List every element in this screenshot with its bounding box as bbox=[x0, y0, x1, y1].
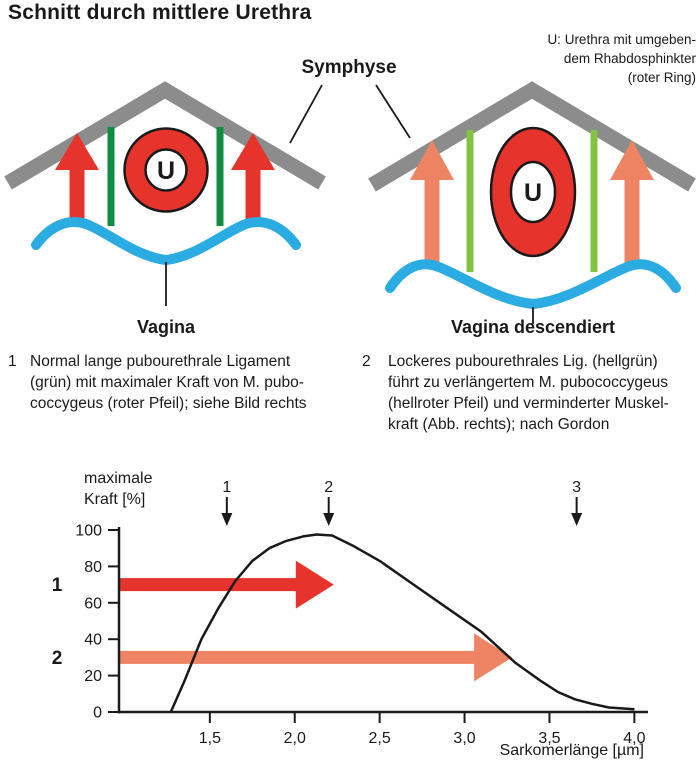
caption-line: (hellroter Pfeil) und verminderter Muske… bbox=[388, 395, 669, 412]
y-tick-label: 0 bbox=[93, 705, 102, 722]
x-tick-label: 2,5 bbox=[369, 730, 391, 747]
y-tick-label: 80 bbox=[84, 559, 102, 576]
y-axis-label: maximale Kraft [%] bbox=[84, 468, 152, 510]
legend-line: U: Urethra mit umgeben- bbox=[547, 32, 696, 47]
vagina-descended-wave bbox=[385, 259, 681, 310]
force-arrow-head-icon bbox=[474, 633, 513, 682]
x-tick-label: 3,5 bbox=[538, 730, 560, 747]
symphyse-label: Symphyse bbox=[301, 57, 397, 78]
caption-line: kraft (Abb. rechts); nach Gordon bbox=[388, 416, 610, 433]
y-tick-label: 20 bbox=[84, 668, 102, 685]
caption-line: führt zu verlängertem M. pubococcygeus bbox=[388, 374, 668, 391]
x-tick-label: 3,0 bbox=[453, 730, 475, 747]
left-diagram-title: Vagina bbox=[136, 317, 196, 337]
force-arrow-head-icon bbox=[295, 560, 334, 609]
y-tick-label: 100 bbox=[75, 523, 102, 540]
urethra-lumen bbox=[509, 160, 557, 224]
marker-label: 3 bbox=[572, 479, 581, 496]
right-diagram-title: Vagina descendiert bbox=[450, 317, 616, 337]
y-axis-label-line: Kraft [%] bbox=[84, 491, 146, 508]
muscle-force-arrow-icon bbox=[55, 133, 99, 222]
caption-line: (grün) mit maximaler Kraft von M. pubo- bbox=[30, 374, 304, 391]
symphyse-pointer-line bbox=[289, 84, 323, 144]
muscle-force-arrow-icon bbox=[231, 133, 275, 222]
y-axis-label-line: maximale bbox=[84, 470, 153, 487]
anatomy-diagrams: U U bbox=[4, 81, 696, 324]
force-arrow-shaft bbox=[119, 578, 298, 592]
caption-line: Lockeres pubourethrales Lig. (hellgrün) bbox=[388, 353, 658, 370]
vagina-wave bbox=[31, 217, 301, 266]
marker-label: 2 bbox=[324, 479, 333, 496]
legend-line: dem Rhabdosphinkter bbox=[563, 51, 696, 66]
marker-arrow-head-icon bbox=[571, 513, 583, 526]
caption-2: Lockeres pubourethrales Lig. (hellgrün) … bbox=[388, 351, 698, 435]
caption-2-number: 2 bbox=[362, 353, 371, 370]
y-tick-label: 60 bbox=[84, 595, 102, 612]
symphysis-roof-left bbox=[4, 81, 326, 190]
caption-1: Normal lange pubourethrale Ligament (grü… bbox=[30, 351, 350, 414]
symphyse-pointer-line bbox=[375, 84, 411, 139]
x-tick-label: 2,0 bbox=[284, 730, 306, 747]
marker-label: 1 bbox=[222, 479, 231, 496]
force-arrow-shaft bbox=[119, 650, 477, 664]
page-title: Schnitt durch mittlere Urethra bbox=[8, 1, 312, 24]
urethra-letter: U bbox=[524, 179, 542, 207]
weak-muscle-force-arrow-icon bbox=[410, 140, 454, 266]
y-tick-label: 40 bbox=[84, 632, 102, 649]
caption-1-number: 1 bbox=[8, 353, 17, 370]
force-arrow-row-label: 1 bbox=[52, 575, 63, 596]
urethra-legend: U: Urethra mit umgeben- dem Rhabdosphink… bbox=[466, 30, 696, 87]
legend-line: (roter Ring) bbox=[627, 70, 696, 85]
length-tension-curve bbox=[169, 533, 635, 713]
urethra-lumen bbox=[144, 148, 188, 192]
urethra-letter: U bbox=[157, 157, 175, 185]
x-tick-label: 1,5 bbox=[199, 730, 221, 747]
caption-line: coccygeus (roter Pfeil); siehe Bild rech… bbox=[30, 395, 307, 412]
caption-line: Normal lange pubourethrale Ligament bbox=[30, 353, 291, 370]
marker-arrow-head-icon bbox=[221, 513, 233, 526]
force-arrow-row-label: 2 bbox=[52, 648, 63, 669]
x-axis-label: Sarkomerlänge [µm] bbox=[499, 742, 644, 759]
marker-arrow-head-icon bbox=[323, 513, 335, 526]
weak-muscle-force-arrow-icon bbox=[610, 140, 654, 266]
x-tick-label: 4,0 bbox=[623, 730, 645, 747]
